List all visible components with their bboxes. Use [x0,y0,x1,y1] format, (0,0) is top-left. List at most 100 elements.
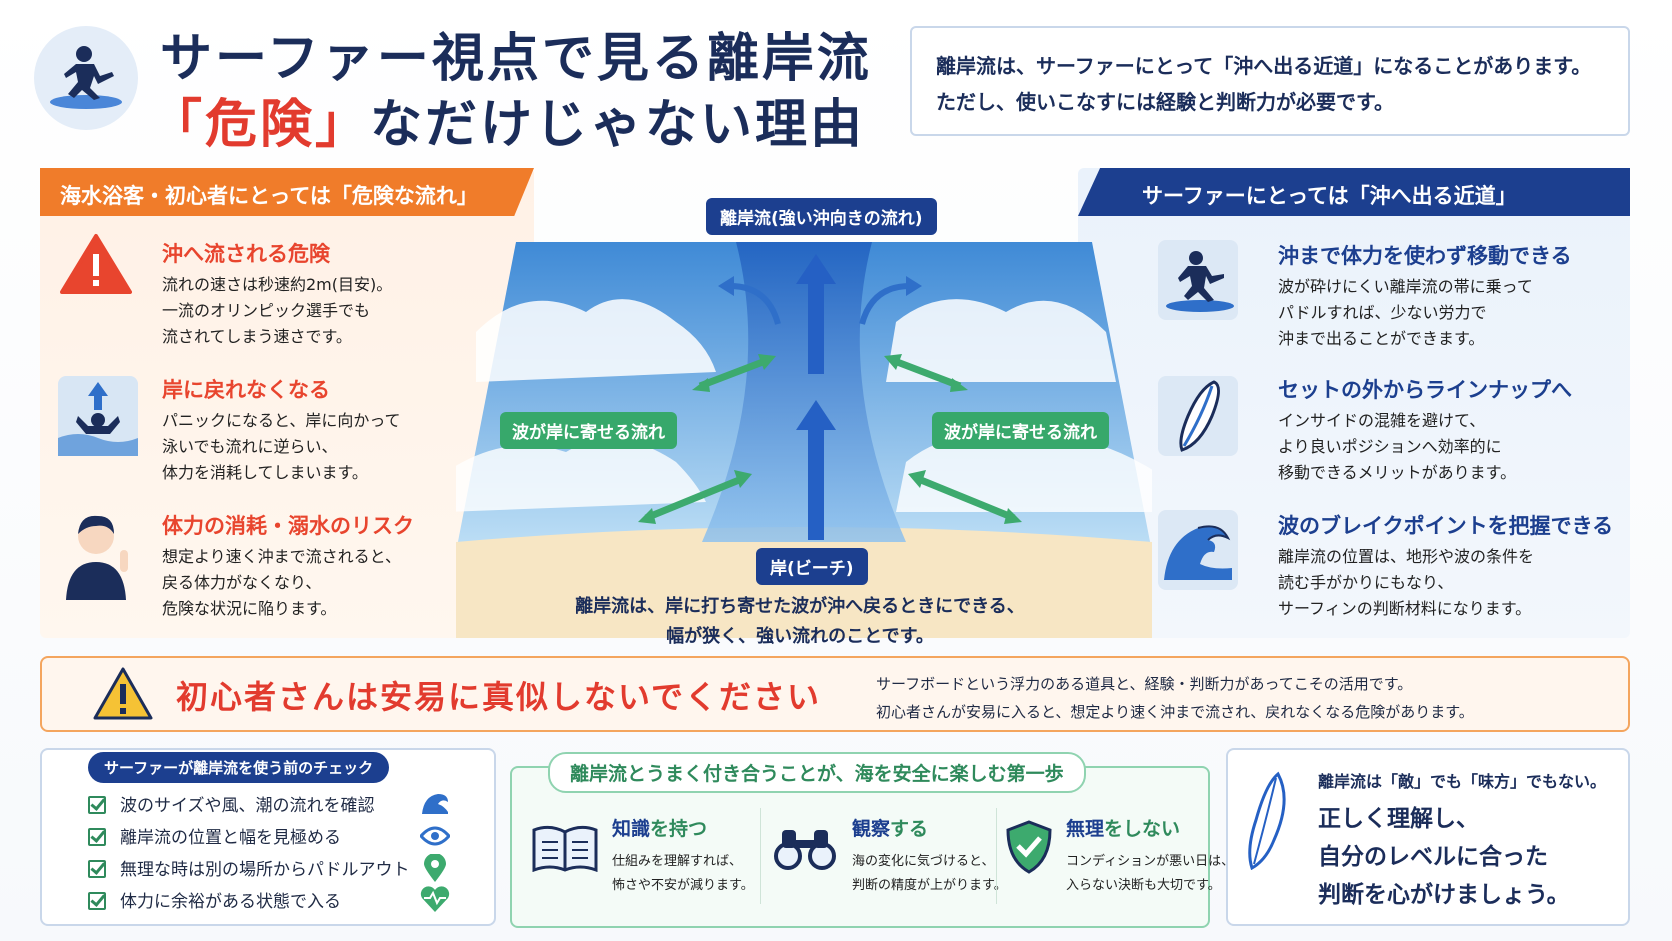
intro-line: ただし、使いこなすには経験と判断力が必要です。 [936,90,1394,114]
right-item-line: サーフィンの判断材料になります。 [1278,599,1532,618]
right-item-line: 沖まで出ることができます。 [1278,329,1485,348]
title-emphasis: 「危険」 [150,95,371,155]
wave-icon [1158,510,1238,590]
checklist-item-label: 離岸流の位置と幅を見極める [120,828,341,848]
right-item-line: インサイドの混雑を避けて、 [1278,411,1486,430]
checkbox-icon [88,892,106,910]
warning-line: 初心者さんが安易に入ると、想定より速く沖まで流され、戻れなくなる危険があります。 [876,703,1474,721]
checklist-item: 波のサイズや風、潮の流れを確認 [88,790,375,822]
checklist-item-label: 体力に余裕がある状態で入る [120,892,341,912]
left-item-body: パニックになると、岸に向かって 泳いでも流れに逆らい、 体力を消耗してしまいます… [162,408,401,486]
left-item-line: 体力を消耗してしまいます。 [162,463,368,482]
heart-pulse-icon [420,886,450,916]
shield-check-icon [1006,820,1052,878]
rip-current-label: 離岸流(強い沖向きの流れ) [706,198,937,235]
swimmer-struggling-icon [58,376,138,456]
checklist-item: 離岸流の位置と幅を見極める [88,822,341,854]
rip-arrow-upper [796,254,836,378]
feed-arrow-right-upper-icon [880,352,970,396]
steps-heading: 離岸流とうまく付き合うことが、海を安全に楽しむ第一歩 [548,752,1086,793]
beach-label: 岸(ビーチ) [756,548,868,585]
step-title-key: 知識 [612,818,651,840]
checklist-item-label: 波のサイズや風、潮の流れを確認 [120,796,375,816]
step-line: 海の変化に気づけると、 [852,854,995,869]
step-title-rest: する [890,818,929,840]
step-line: コンディションが悪い日は、 [1066,854,1235,869]
left-item-line: パニックになると、岸に向かって [162,411,401,430]
right-panel-heading: サーファーにとっては「沖へ出る近道」 [1078,168,1630,216]
rip-current-illustration [446,242,1156,638]
step-title-rest: をしない [1104,818,1181,840]
feed-arrow-left-lower-icon [636,468,756,528]
right-item-line: 読む手がかりにもなり、 [1278,573,1454,592]
checkbox-icon [88,860,106,878]
closing-message: 正しく理解し、 自分のレベルに合った 判断を心がけましょう。 [1318,800,1570,914]
right-item-line: より良いポジションへ効率的に [1278,437,1502,456]
warning-banner [40,656,1630,732]
tired-person-icon [62,508,138,604]
right-item-line: 波が砕けにくい離岸流の帯に乗って [1278,277,1533,296]
step-line: 仕組みを理解すれば、 [612,854,743,869]
binoculars-icon [774,826,836,874]
surfer-logo-icon [34,26,138,130]
left-item-line: 戻る体力がなくなり、 [162,573,322,592]
intro-line: 離岸流は、サーファーにとって「沖へ出る近道」になることがあります。 [936,54,1592,78]
step-body: コンディションが悪い日は、 入らない決断も大切です。 [1066,850,1234,898]
step-divider [996,808,997,904]
feed-arrow-left-upper-icon [690,352,780,396]
left-item-line: 一流のオリンピック選手でも [162,301,371,320]
surfer-icon [1158,240,1238,320]
step-line: 入らない決断も大切です。 [1066,878,1221,893]
right-item-body: 波が砕けにくい離岸流の帯に乗って パドルすれば、少ない労力で 沖まで出ることがで… [1278,274,1533,352]
right-item-line: 離岸流の位置は、地形や波の条件を [1278,547,1535,566]
open-book-icon [532,824,598,876]
left-item-line: 想定より速く沖まで流されると、 [162,547,402,566]
warning-title: 初心者さんは安易に真似しないでください [176,678,822,716]
surfboard-closing-icon [1244,770,1292,874]
right-item-title: 波のブレイクポイントを把握できる [1278,514,1614,538]
step-line: 判断の精度が上がります。 [852,878,1007,893]
warning-triangle-icon [60,232,132,300]
left-item-body: 想定より速く沖まで流されると、 戻る体力がなくなり、 危険な状況に陥ります。 [162,544,401,622]
warning-line: サーフボードという浮力のある道具と、経験・判断力があってこその活用です。 [876,675,1413,693]
right-item-body: インサイドの混雑を避けて、 より良いポジションへ効率的に 移動できるメリットがあ… [1278,408,1516,486]
right-item-line: 移動できるメリットがあります。 [1278,463,1517,482]
warning-body: サーフボードという浮力のある道具と、経験・判断力があってこその活用です。 初心者… [876,670,1474,726]
checklist-item: 無理な時は別の場所からパドルアウト [88,854,410,886]
left-item-title: 沖へ流される危険 [162,242,330,266]
left-item-title: 岸に戻れなくなる [162,378,330,402]
step-title: 観察する [852,814,928,841]
caption-line: 幅が狭く、強い流れのことです。 [666,626,934,647]
feed-arrow-right-lower-icon [904,468,1024,528]
right-item-line: パドルすれば、少ない労力で [1278,303,1487,322]
intro-box: 離岸流は、サーファーにとって「沖へ出る近道」になることがあります。 ただし、使い… [910,26,1630,136]
closing-line: 正しく理解し、 [1318,806,1479,832]
title-rest: なだけじゃない理由 [370,95,866,155]
closing-line: 自分のレベルに合った [1318,844,1548,870]
left-panel-heading: 海水浴客・初心者にとっては「危険な流れ」 [40,168,534,216]
checkbox-icon [88,828,106,846]
left-item-line: 流れの速さは秒速約2m(目安)。 [162,275,393,294]
left-item-line: 危険な状況に陥ります。 [162,599,337,618]
checklist-item: 体力に余裕がある状態で入る [88,886,341,918]
caption-line: 離岸流は、岸に打ち寄せた波が沖へ戻るときにできる、 [575,596,1025,617]
right-item-body: 離岸流の位置は、地形や波の条件を 読む手がかりにもなり、 サーフィンの判断材料に… [1278,544,1534,622]
left-flow-label: 波が岸に寄せる流れ [500,412,677,449]
right-item-title: 沖まで体力を使わず移動できる [1278,244,1572,268]
step-line: 怖さや不安が減ります。 [612,878,754,893]
page-title-line1: サーファー視点で見る離岸流 [160,29,872,89]
step-title-rest: を持つ [650,818,708,840]
eye-icon [419,826,451,850]
left-item-line: 流されてしまう速さです。 [162,327,352,346]
right-item-title: セットの外からラインナップへ [1278,378,1572,402]
left-item-line: 泳いでも流れに逆らい、 [162,437,338,456]
diverge-arrow-right-icon [858,276,928,330]
step-body: 海の変化に気づけると、 判断の精度が上がります。 [852,850,1007,898]
page-title-line2: 「危険」なだけじゃない理由 [150,82,865,157]
step-title-key: 無理 [1066,818,1105,840]
right-flow-label: 波が岸に寄せる流れ [932,412,1109,449]
left-item-title: 体力の消耗・溺水のリスク [162,514,414,538]
step-body: 仕組みを理解すれば、 怖さや不安が減ります。 [612,850,754,898]
checklist-item-label: 無理な時は別の場所からパドルアウト [120,860,410,880]
